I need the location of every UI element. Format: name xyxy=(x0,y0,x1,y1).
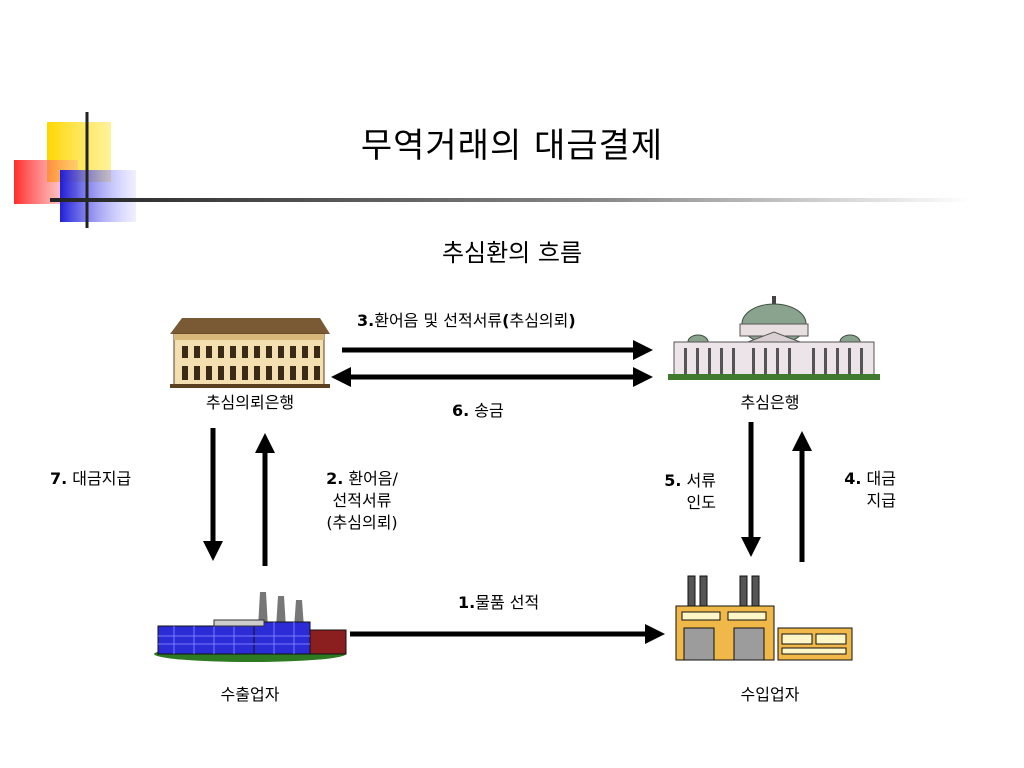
step-6-label: 6. 송금 xyxy=(452,401,504,420)
exporter-label: 수출업자 xyxy=(220,685,280,704)
step-1-label: 1.물품 선적 xyxy=(458,593,540,612)
slide-title: 무역거래의 대금결제 xyxy=(360,126,664,166)
collecting-bank-label: 추심은행 xyxy=(740,393,800,412)
step-7-label: 7. 대금지급 xyxy=(50,469,132,488)
step-3-label: 3.환어음 및 선적서류(추심의뢰) xyxy=(357,311,576,330)
step-5-label: 5. 서류 인도 xyxy=(664,471,716,512)
diagram-subtitle: 추심환의 흐름 xyxy=(441,239,583,267)
remitting-bank-label: 추심의뢰은행 xyxy=(205,393,295,412)
step-4-label: 4. 대금 지급 xyxy=(844,469,896,510)
importer-label: 수입업자 xyxy=(740,685,800,704)
step-2-label: 2. 환어음/ 선적서류 (추심의뢰) xyxy=(326,469,398,532)
